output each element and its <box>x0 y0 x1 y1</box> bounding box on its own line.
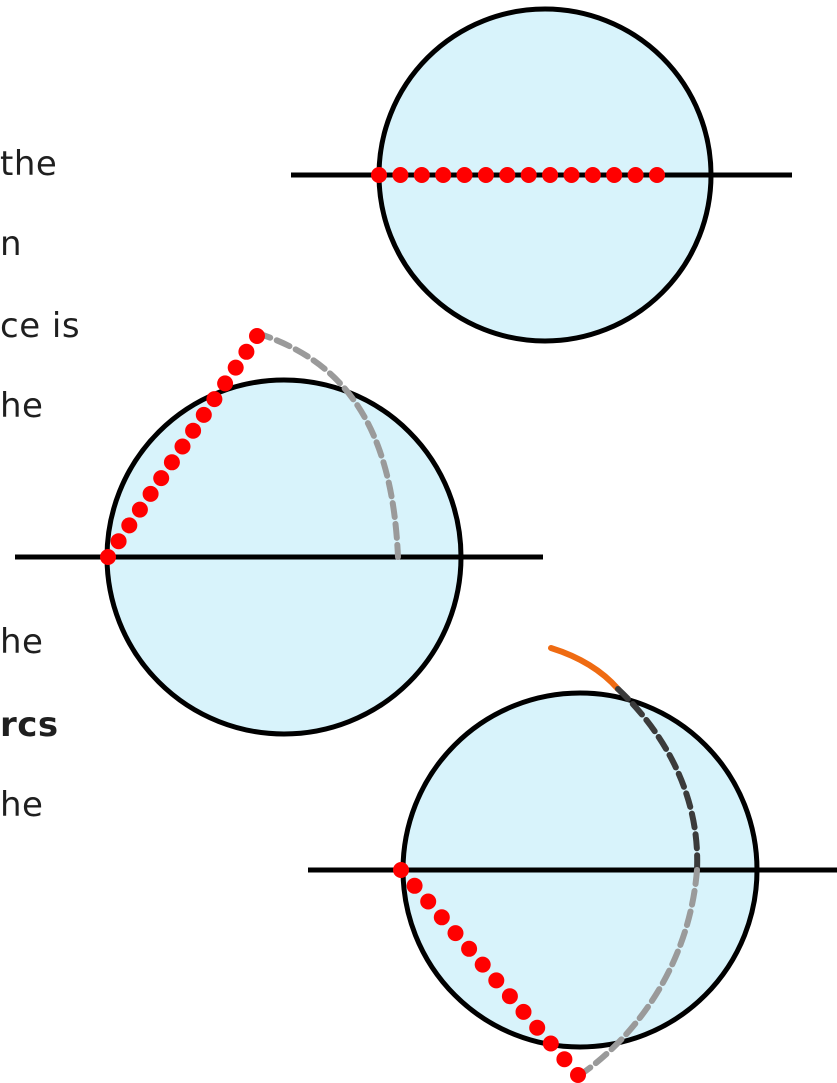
bottom-orange-arc <box>548 645 621 692</box>
bottom-red-dot <box>433 909 450 926</box>
middle-red-dot <box>121 517 138 534</box>
text-fragment-7: he <box>0 785 44 825</box>
middle-red-dot <box>185 422 202 439</box>
middle-red-dot <box>100 549 116 565</box>
middle-red-dot <box>206 391 223 408</box>
top-red-dot <box>563 167 580 183</box>
middle-red-dot <box>110 533 127 550</box>
bottom-sphere-group <box>308 645 837 1083</box>
bottom-red-dot <box>556 1051 573 1068</box>
bottom-gray-dashed-arc <box>577 867 700 1078</box>
middle-red-dot <box>131 501 148 518</box>
bottom-red-dot <box>501 988 518 1005</box>
middle-red-dot <box>195 406 212 423</box>
middle-red-dot <box>142 485 159 502</box>
bottom-red-dot <box>474 956 491 973</box>
top-red-dot <box>542 167 559 183</box>
middle-red-dot <box>227 359 244 376</box>
middle-red-dot <box>153 470 170 487</box>
middle-sphere-group <box>15 328 543 737</box>
bottom-red-dot <box>570 1067 586 1083</box>
text-fragment-3: ce is <box>0 306 81 346</box>
middle-red-dot <box>238 343 255 360</box>
text-fragment-6: rcs <box>0 705 59 745</box>
text-fragment-2: n <box>0 224 23 264</box>
bottom-red-dot <box>542 1035 559 1052</box>
text-fragment-1: the <box>0 144 58 184</box>
middle-gray-dashed-arc <box>254 330 401 560</box>
top-red-dot <box>371 167 387 183</box>
middle-dot-track <box>100 328 265 565</box>
middle-red-dot <box>217 375 234 392</box>
top-red-dot <box>520 167 537 183</box>
bottom-red-dot <box>515 1003 532 1020</box>
top-sphere-group <box>291 6 792 344</box>
bottom-red-dot <box>393 862 409 878</box>
top-red-dot <box>435 167 452 183</box>
middle-red-dot <box>249 328 265 344</box>
top-red-dot <box>477 167 494 183</box>
bottom-dark-dashed-arc <box>615 686 701 873</box>
top-dot-track <box>371 167 665 183</box>
middle-red-dot <box>174 438 191 455</box>
top-red-dot <box>627 167 644 183</box>
middle-red-dot <box>163 454 180 471</box>
top-red-dot <box>499 167 516 183</box>
top-red-dot <box>392 167 409 183</box>
text-fragment-4: he <box>0 386 44 426</box>
bottom-red-dot <box>461 940 478 957</box>
bottom-red-dot <box>529 1019 546 1036</box>
top-red-dot <box>413 167 430 183</box>
bottom-red-dot <box>488 972 505 989</box>
top-red-dot <box>584 167 601 183</box>
text-fragment-5: he <box>0 622 44 662</box>
bottom-red-dot <box>420 893 437 910</box>
bottom-red-dot <box>406 877 423 894</box>
top-red-dot <box>606 167 623 183</box>
bottom-dot-track <box>393 862 586 1083</box>
top-red-dot <box>649 167 665 183</box>
bottom-red-dot <box>447 925 464 942</box>
top-red-dot <box>456 167 473 183</box>
